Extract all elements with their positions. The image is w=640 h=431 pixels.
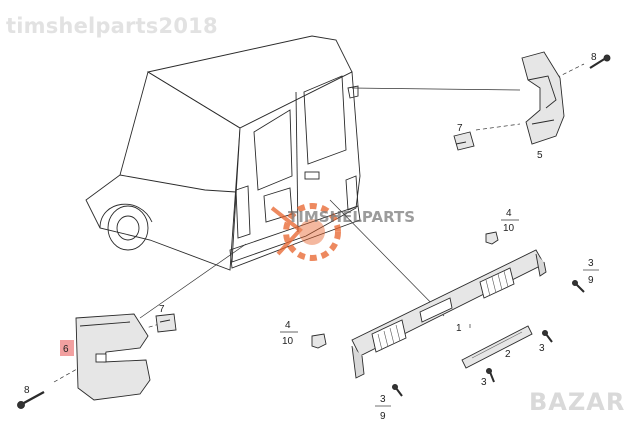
callouts: 1 2 3 3 5 6 7 7 8 8: [24, 52, 597, 396]
callout-3b: 3: [481, 377, 487, 388]
fraction-3-9-right: 3 9: [583, 258, 599, 286]
fraction-numerator: 3: [380, 394, 386, 405]
watermark-top: timshelparts2018: [6, 14, 218, 38]
fraction-numerator: 4: [285, 320, 291, 331]
bumper-corner-right: [521, 51, 565, 145]
svg-text:TIMSHELPARTS: TIMSHELPARTS: [288, 208, 415, 226]
callout-8b: 8: [24, 385, 30, 396]
clip-4-left: [311, 333, 327, 349]
callout-2: 2: [505, 349, 511, 360]
callout-3a: 3: [539, 343, 545, 354]
fraction-denominator: 10: [503, 223, 515, 234]
fraction-numerator: 3: [588, 258, 594, 269]
van-body: [85, 35, 361, 271]
callout-7b: 7: [159, 304, 165, 315]
callout-1: 1: [456, 323, 462, 334]
screw-8-upper: [589, 54, 611, 69]
rear-step-bar: [351, 249, 547, 379]
callout-5: 5: [537, 150, 543, 161]
bumper-corner-left: [75, 313, 151, 401]
callout-6: 6: [63, 344, 69, 355]
callout-7a: 7: [457, 123, 463, 134]
screw-3-right: [572, 280, 585, 293]
watermark-bottom: BAZAR: [529, 388, 626, 416]
clip-4-upper: [485, 231, 499, 245]
fraction-4-10-left: 4 10: [280, 320, 298, 347]
screw-3-mid: [542, 330, 553, 343]
fraction-denominator: 10: [282, 336, 294, 347]
clip-7-upper: [453, 131, 475, 151]
screw-8-lower: [17, 390, 45, 409]
fraction-3-9-bottom: 3 9: [375, 394, 391, 422]
step-plate: [461, 325, 533, 369]
fraction-numerator: 4: [506, 208, 512, 219]
callout-6-highlight: [60, 340, 74, 356]
screw-3-bottom: [392, 384, 403, 397]
callout-8a: 8: [591, 52, 597, 63]
screw-3-low: [486, 368, 495, 383]
clip-7-lower: [155, 313, 177, 333]
fraction-4-10-upper: 4 10: [501, 208, 519, 234]
watermark-logo-icon: TIMSHELPARTS: [270, 203, 415, 261]
fraction-denominator: 9: [588, 275, 594, 286]
fraction-denominator: 9: [380, 411, 386, 422]
